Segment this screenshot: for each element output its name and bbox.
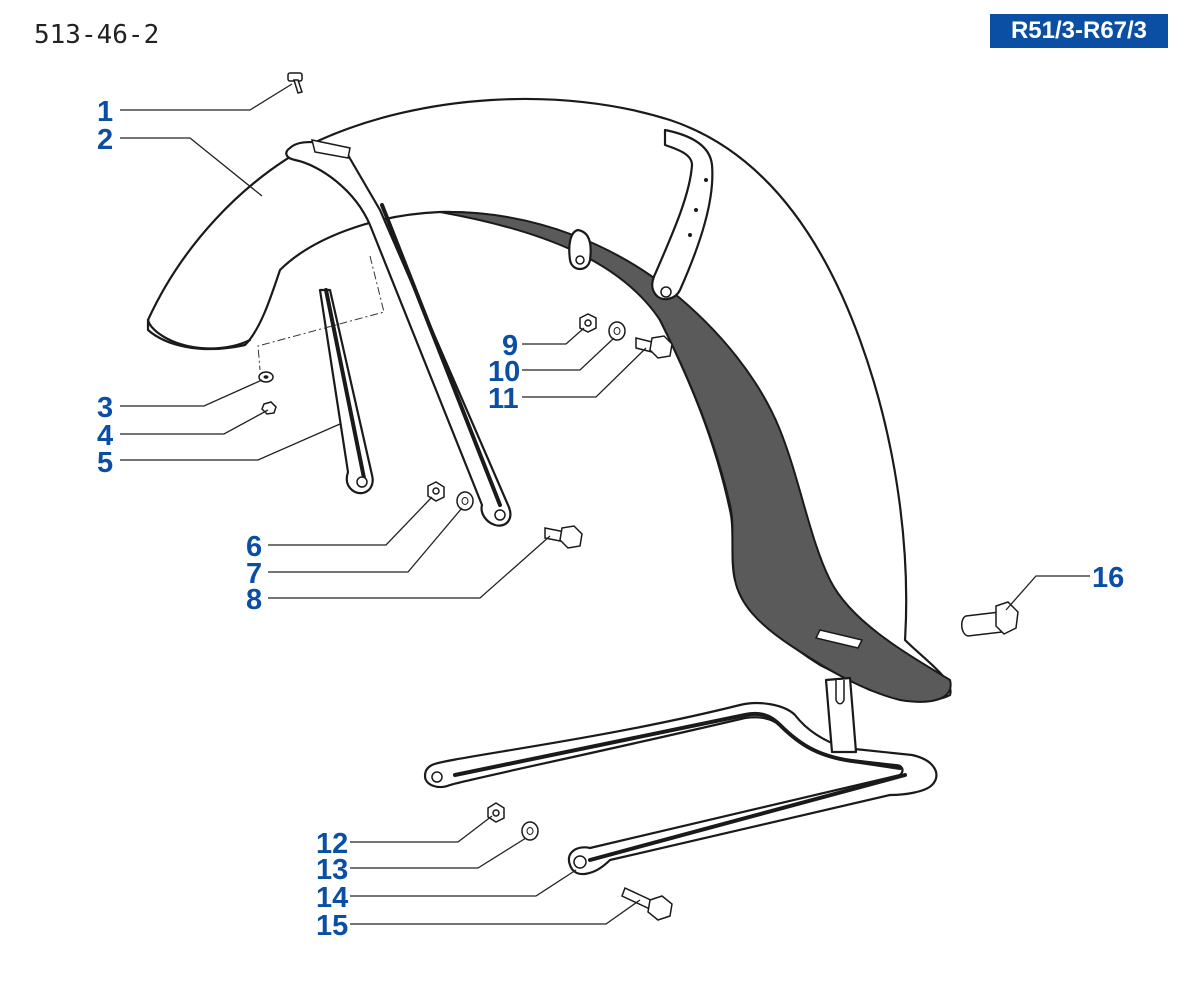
callout-1: 1 [97,96,113,128]
callout-6: 6 [246,531,262,563]
callout-11: 11 [488,383,519,415]
screw-1 [287,72,303,94]
rear-stay [568,128,714,301]
model-range-badge: R51/3-R67/3 [990,14,1168,48]
callout-numbers: 1 2 3 4 5 6 7 8 9 10 11 12 13 14 15 16 [97,96,1124,942]
front-fender [146,97,952,703]
hardware [258,72,1019,921]
callout-8: 8 [246,584,262,616]
stay-strut [257,255,385,495]
page-code: 513-46-2 [34,20,160,50]
bolt-16 [961,601,1019,637]
bolt-8 [544,525,583,549]
callout-2: 2 [97,124,113,156]
leader-lines [120,83,1090,925]
fender-stand [423,676,938,876]
callout-5: 5 [97,447,113,479]
callout-14: 14 [316,882,348,914]
callout-13: 13 [316,854,348,886]
bolt-11 [635,335,673,359]
callout-3: 3 [97,392,113,424]
bolt-15 [621,886,673,921]
callout-15: 15 [316,910,348,942]
callout-9: 9 [502,330,518,362]
front-stay [285,139,512,527]
callout-16: 16 [1092,562,1124,594]
callout-4: 4 [97,420,113,452]
callout-7: 7 [246,558,262,590]
callout-10: 10 [488,356,520,388]
callout-12: 12 [316,828,348,860]
